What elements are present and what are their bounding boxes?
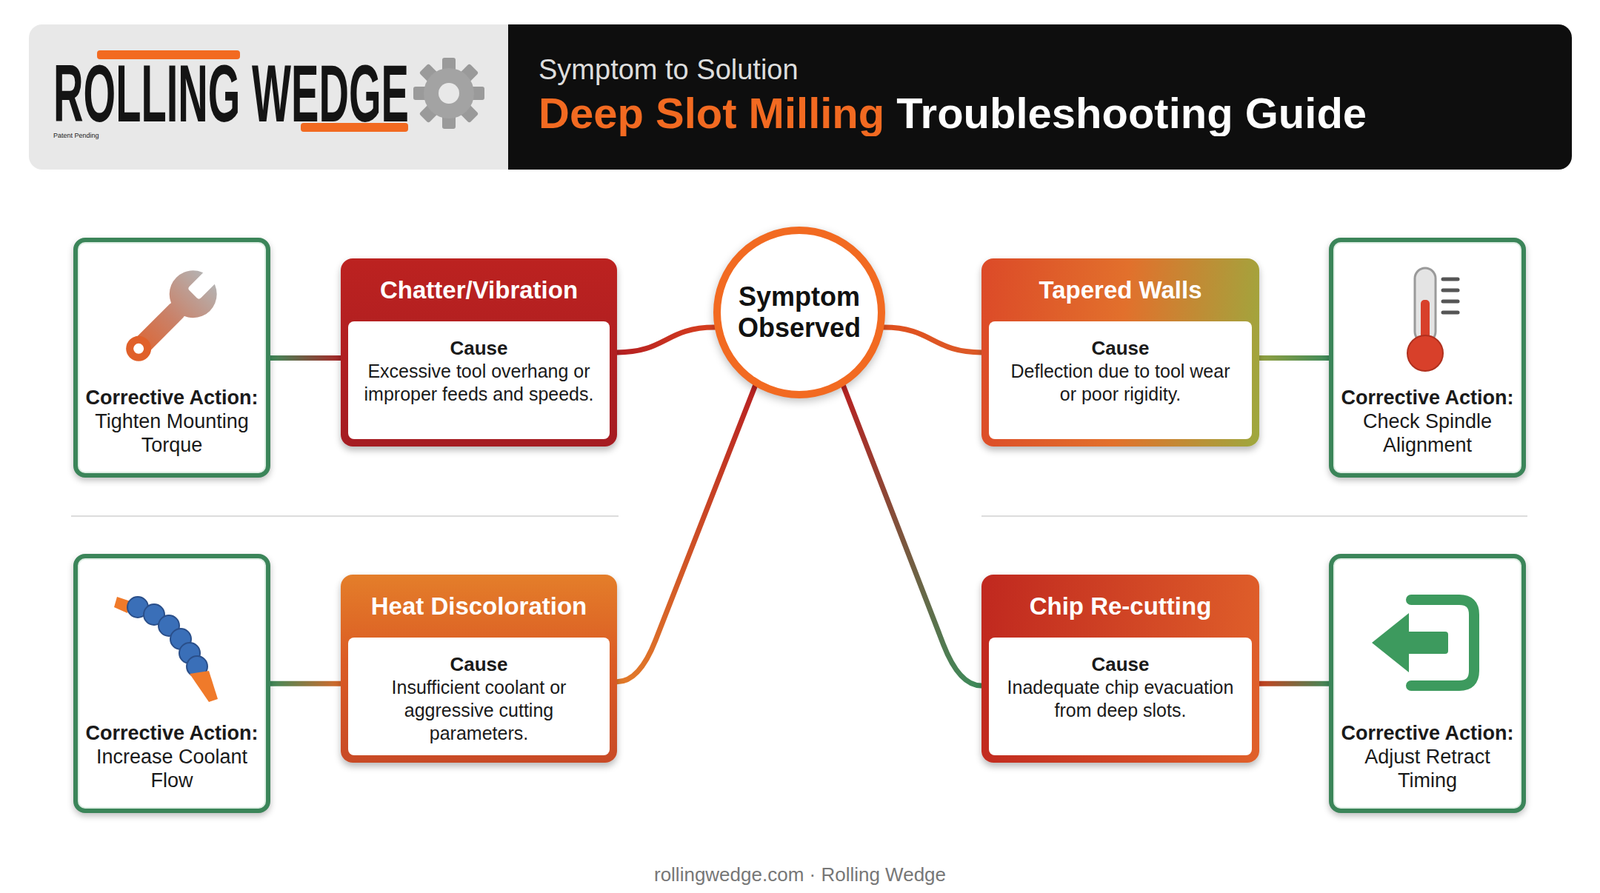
cause-heading: Cause [1000, 652, 1240, 677]
action-heading: Corrective Action: [1339, 721, 1516, 746]
action-heading: Corrective Action: [83, 385, 260, 410]
action-box: Corrective Action:Check Spindle Alignmen… [1328, 237, 1526, 478]
connector-line [270, 355, 341, 361]
connector-line [1259, 681, 1329, 687]
exit-arrow-icon [1371, 600, 1475, 686]
connector-line [843, 385, 982, 686]
action-text: Check Spindle Alignment [1339, 409, 1516, 458]
action-box: Corrective Action:Tighten Mounting Torqu… [73, 237, 271, 478]
connector-line [617, 385, 755, 682]
connector-line [883, 327, 982, 353]
cause-text: Insufficient coolant or aggressive cutti… [360, 676, 598, 746]
gear-icon [413, 57, 485, 129]
action-text: Adjust Retract Timing [1339, 745, 1516, 793]
hub-label: Symptom Observed [728, 281, 871, 344]
cause-text: Inadequate chip evacuation from deep slo… [1000, 676, 1240, 723]
divider-line [71, 515, 619, 518]
footer-caption: rollingwedge.com · Rolling Wedge [0, 862, 1600, 887]
action-box: Corrective Action:Adjust Retract Timing [1328, 554, 1526, 814]
cause-panel: CauseDeflection due to tool wear or poor… [988, 321, 1252, 440]
logo-wordmark: ROLLING WEDGE [53, 52, 409, 135]
cause-heading: Cause [360, 652, 598, 677]
wrench-icon [113, 257, 231, 375]
cause-panel: CauseExcessive tool overhang or improper… [348, 321, 610, 440]
divider-line [981, 515, 1528, 518]
thermometer-icon [1407, 268, 1458, 372]
hub-circle: Symptom Observed [713, 226, 886, 399]
action-text-group: Corrective Action:Tighten Mounting Torqu… [83, 385, 260, 458]
action-heading: Corrective Action: [1339, 385, 1516, 410]
action-text-group: Corrective Action:Increase Coolant Flow [83, 721, 260, 793]
symptom-box: Chip Re-cuttingCauseInadequate chip evac… [981, 574, 1260, 763]
cause-heading: Cause [360, 336, 598, 360]
diagram-title: Deep Slot Milling Troubleshooting Guide [538, 90, 1367, 137]
subtitle: Symptom to Solution [538, 53, 799, 86]
connector-line [617, 327, 715, 353]
symptom-heading: Tapered Walls [988, 258, 1252, 322]
symptom-box: Tapered WallsCauseDeflection due to tool… [981, 258, 1260, 447]
action-box: Corrective Action:Increase Coolant Flow [73, 554, 271, 814]
symptom-heading: Chip Re-cutting [988, 574, 1252, 638]
action-heading: Corrective Action: [83, 721, 260, 746]
symptom-heading: Heat Discoloration [348, 574, 610, 638]
patent-note: Patent Pending [53, 131, 100, 140]
coolant-hose-icon [114, 597, 218, 703]
action-text-group: Corrective Action:Adjust Retract Timing [1339, 721, 1516, 793]
cause-panel: CauseInsufficient coolant or aggressive … [348, 637, 610, 756]
action-text: Increase Coolant Flow [83, 745, 260, 793]
action-text: Tighten Mounting Torque [83, 409, 260, 458]
action-text-group: Corrective Action:Check Spindle Alignmen… [1339, 385, 1516, 458]
cause-heading: Cause [1000, 336, 1240, 360]
symptom-heading: Chatter/Vibration [348, 258, 610, 322]
symptom-box: Heat DiscolorationCauseInsufficient cool… [340, 574, 618, 763]
cause-text: Deflection due to tool wear or poor rigi… [1000, 360, 1240, 406]
connector-line [270, 681, 341, 687]
cause-text: Excessive tool overhang or improper feed… [360, 360, 598, 406]
connector-line [1259, 355, 1329, 361]
cause-panel: CauseInadequate chip evacuation from dee… [988, 637, 1252, 756]
symptom-box: Chatter/VibrationCauseExcessive tool ove… [340, 258, 618, 447]
